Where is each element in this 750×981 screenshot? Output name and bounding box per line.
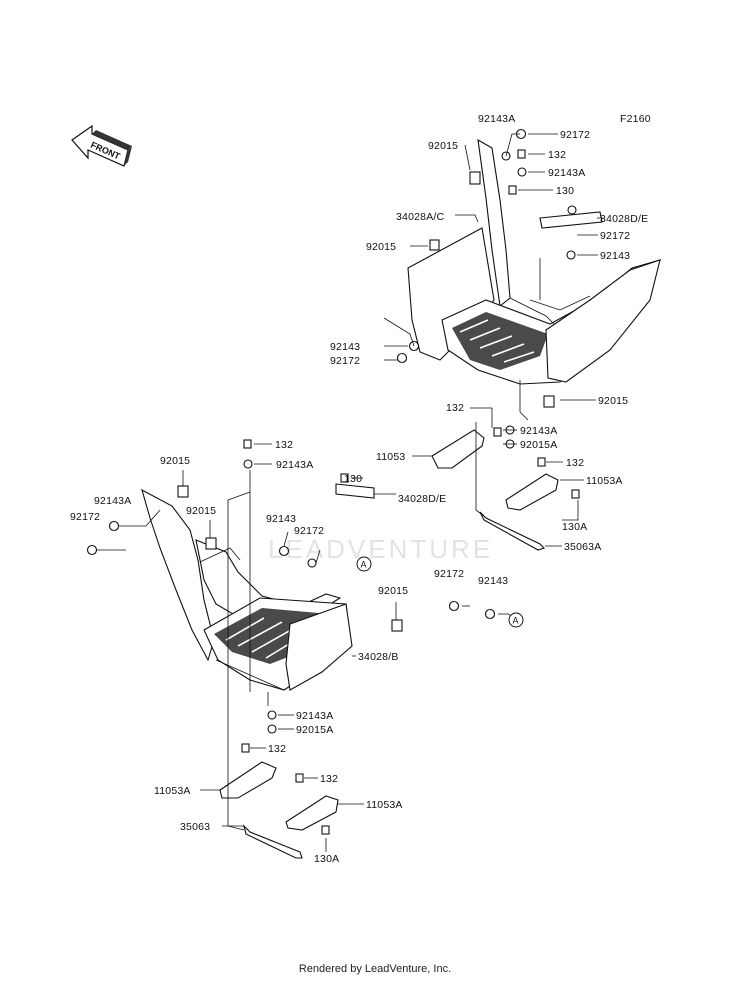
label-92172-mid: 92172 bbox=[600, 230, 630, 242]
label-92143A-mid: 92143A bbox=[520, 425, 557, 437]
label-92143A-top: 92143A bbox=[478, 113, 515, 125]
label-132-left-low: 132 bbox=[268, 743, 286, 755]
label-92143-mid: 92143 bbox=[600, 250, 630, 262]
label-92015-left: 92015 bbox=[160, 455, 190, 467]
footer-credit: Rendered by LeadVenture, Inc. bbox=[298, 963, 452, 975]
label-34028DE-left: 34028D/E bbox=[398, 493, 446, 505]
label-92172-top: 92172 bbox=[560, 129, 590, 141]
label-92172-lower-right: 92172 bbox=[434, 568, 464, 580]
label-92015-mid: 92015 bbox=[366, 241, 396, 253]
label-92143A-left-top: 92143A bbox=[276, 459, 313, 471]
label-130-top: 130 bbox=[556, 185, 574, 197]
label-92015-right: 92015 bbox=[598, 395, 628, 407]
svg-text:A: A bbox=[361, 560, 367, 570]
label-92172-far-left: 92172 bbox=[70, 511, 100, 523]
left-footrest-assembly bbox=[86, 439, 403, 859]
label-11053A-left-right: 11053A bbox=[366, 799, 403, 811]
label-92172-left: 92172 bbox=[294, 525, 324, 537]
label-92015A-left-low: 92015A bbox=[296, 724, 333, 736]
label-92015-top: 92015 bbox=[428, 140, 458, 152]
reference-marker-a-right: A bbox=[508, 612, 524, 628]
label-132-r2: 132 bbox=[566, 457, 584, 469]
label-92143A-2: 92143A bbox=[548, 167, 585, 179]
label-92172-left: 92172 bbox=[330, 355, 360, 367]
label-34028AC: 34028A/C bbox=[396, 211, 445, 223]
label-132-left-top: 132 bbox=[275, 439, 293, 451]
label-92143A-left-low: 92143A bbox=[296, 710, 333, 722]
label-92143-left: 92143 bbox=[266, 513, 296, 525]
label-130A-left: 130A bbox=[314, 853, 339, 865]
label-132-top: 132 bbox=[548, 149, 566, 161]
front-arrow-icon: FRONT bbox=[71, 124, 132, 167]
label-92015-left-b: 92015 bbox=[186, 505, 216, 517]
right-footrest-assembly bbox=[383, 128, 661, 620]
label-11053: 11053 bbox=[376, 451, 405, 463]
label-132-mid: 132 bbox=[446, 402, 464, 414]
label-92143-left: 92143 bbox=[330, 341, 360, 353]
label-130A-right: 130A bbox=[562, 521, 587, 533]
label-11053A-right: 11053A bbox=[586, 475, 623, 487]
label-132-left-low2: 132 bbox=[320, 773, 338, 785]
label-92143-lower-right: 92143 bbox=[478, 575, 508, 587]
label-35063: 35063 bbox=[180, 821, 210, 833]
label-11053A-left: 11053A bbox=[154, 785, 191, 797]
label-92015-left-right: 92015 bbox=[378, 585, 408, 597]
label-130-left: 130 bbox=[344, 473, 362, 485]
label-34028B: 34028/B bbox=[358, 651, 399, 663]
label-92143A-far-left: 92143A bbox=[94, 495, 131, 507]
reference-marker-a-left: A bbox=[356, 556, 372, 572]
svg-text:A: A bbox=[513, 616, 519, 626]
label-92015A-mid: 92015A bbox=[520, 439, 557, 451]
figure-code: F2160 bbox=[620, 113, 651, 125]
label-35063A: 35063A bbox=[564, 541, 601, 553]
watermark: LEADVENTURE bbox=[268, 534, 493, 564]
label-34028DE-right: 34028D/E bbox=[600, 213, 648, 225]
